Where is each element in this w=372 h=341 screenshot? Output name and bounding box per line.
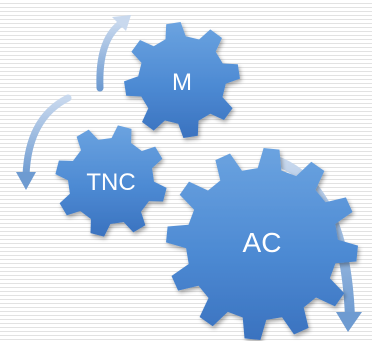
arrow-top-curve [96, 15, 131, 92]
gear-m-label: M [172, 69, 192, 96]
gear-m-shape [124, 22, 240, 138]
gear-tnc-label: TNC [86, 169, 135, 196]
gear-tnc: TNC [55, 125, 167, 237]
gear-tnc-shape [55, 125, 167, 237]
gear-ac-label: AC [243, 227, 282, 258]
arrow-left-curve [16, 94, 72, 190]
gear-m: M [124, 22, 240, 138]
gear-ac-shape [166, 148, 358, 340]
gear-ac: AC [166, 148, 358, 340]
